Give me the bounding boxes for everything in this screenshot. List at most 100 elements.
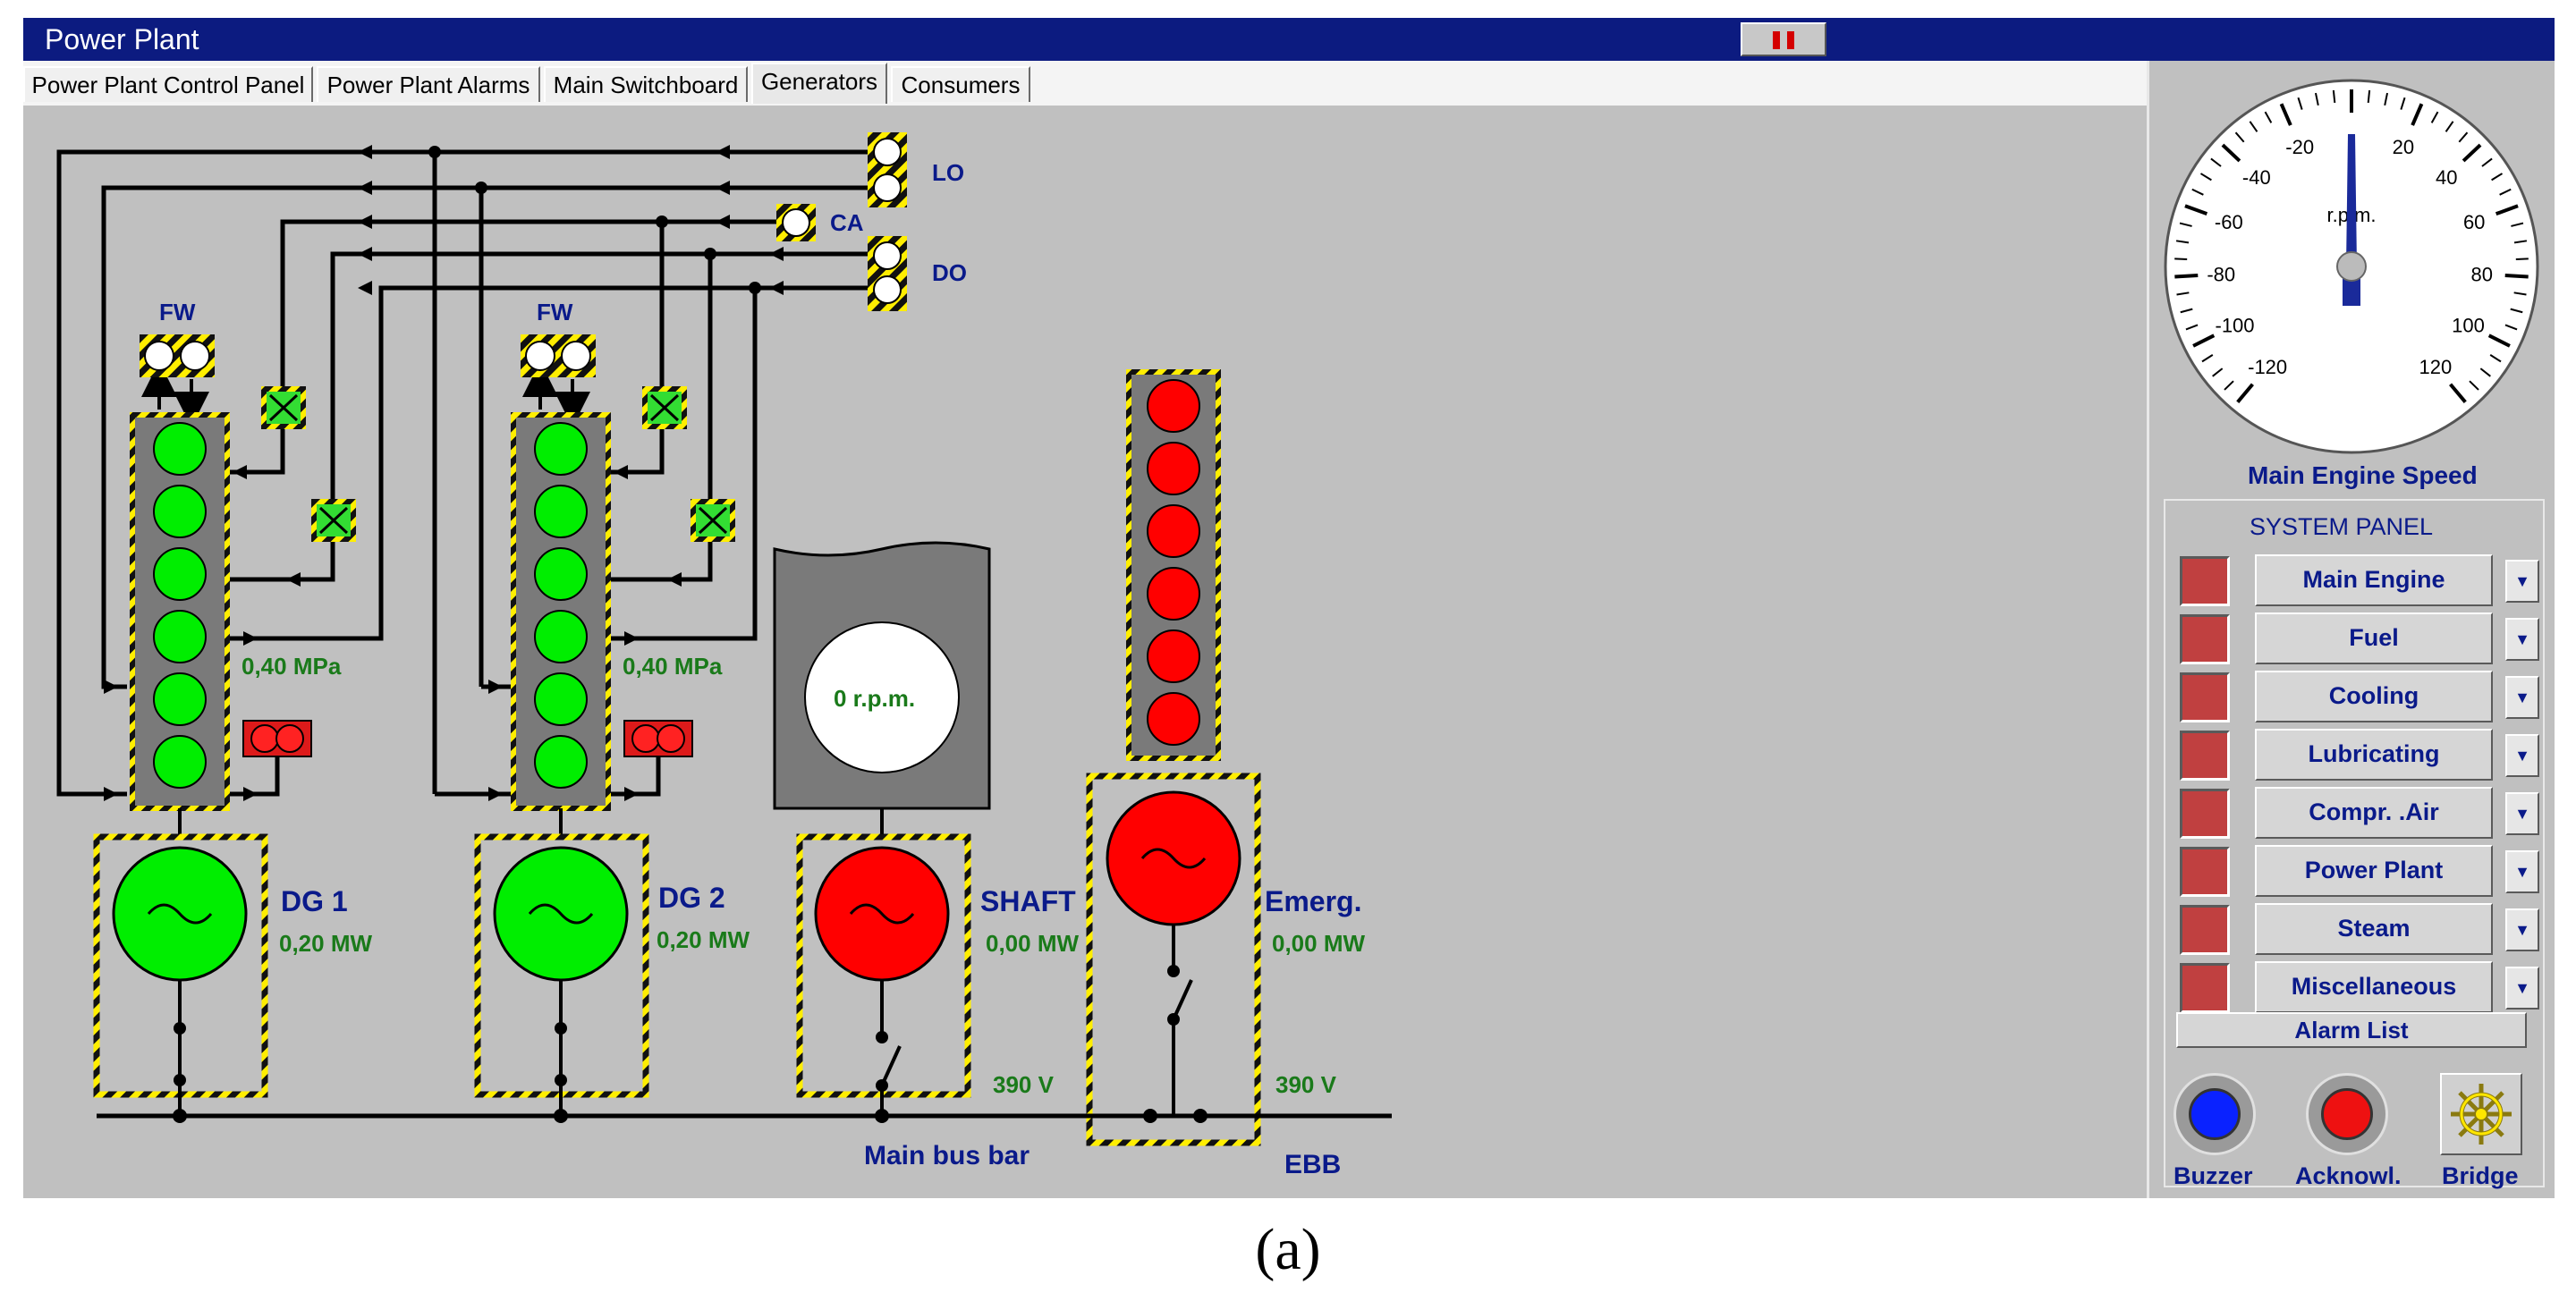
gauge-tick	[2236, 383, 2254, 403]
gauge-tick	[2176, 291, 2190, 296]
gauge-tick-label: -80	[2207, 263, 2235, 285]
buzzer-icon	[2189, 1088, 2241, 1140]
power-plant-dropdown[interactable]: ▼	[2505, 850, 2539, 893]
gauge-tick	[2212, 367, 2224, 377]
gauge-tick	[2515, 258, 2529, 260]
system-panel-title: SYSTEM PANEL	[2250, 513, 2434, 540]
gauge-tick	[2400, 97, 2406, 110]
gauge-tick	[2430, 111, 2439, 123]
power-plant-window: Power Plant Power Plant Control Panel Po…	[23, 18, 2555, 1198]
compr-air-button[interactable]: Compr. .Air	[2255, 787, 2493, 839]
gauge-tick	[2491, 173, 2504, 182]
alarm-list-button[interactable]: Alarm List	[2176, 1012, 2527, 1048]
pipe-junctions	[428, 146, 761, 294]
dg2-pressure: 0,40 MPa	[623, 653, 723, 680]
chevron-down-icon: ▼	[2514, 921, 2530, 939]
dg1-power: 0,20 MW	[279, 930, 373, 957]
dg2-fw-label: FW	[537, 299, 573, 325]
tab-generators[interactable]: Generators	[751, 63, 887, 104]
fuel-status-led	[2180, 614, 2230, 664]
dg1-pressure: 0,40 MPa	[242, 653, 342, 680]
dg2-group	[474, 334, 735, 1123]
gauge-tick	[2445, 121, 2454, 132]
pause-icon	[1773, 31, 1780, 49]
gauge-tick	[2264, 111, 2273, 123]
steam-dropdown[interactable]: ▼	[2505, 908, 2539, 951]
gauge-title: Main Engine Speed	[2248, 461, 2478, 489]
gauge-tick	[2479, 367, 2491, 377]
gauge-tick	[2314, 92, 2319, 106]
gauge-tick	[2279, 103, 2292, 126]
gauge-tick	[2384, 92, 2389, 106]
lubricating-dropdown[interactable]: ▼	[2505, 734, 2539, 777]
main-engine-dropdown[interactable]: ▼	[2505, 560, 2539, 603]
steam-status-led	[2180, 905, 2230, 955]
figure-caption: (a)	[1255, 1217, 1321, 1282]
miscellaneous-button[interactable]: Miscellaneous	[2255, 961, 2493, 1013]
gauge-tick	[2210, 157, 2222, 167]
tab-power-plant-alarms[interactable]: Power Plant Alarms	[317, 66, 540, 102]
power-plant-status-led	[2180, 847, 2230, 897]
acknowledge-button[interactable]	[2306, 1073, 2388, 1155]
do-indicator	[868, 236, 907, 311]
buzzer-button[interactable]	[2174, 1073, 2256, 1155]
shaft-power: 0,00 MW	[986, 930, 1080, 957]
tab-consumers[interactable]: Consumers	[891, 66, 1030, 102]
gauge-tick-label: -120	[2248, 356, 2287, 378]
fuel-dropdown[interactable]: ▼	[2505, 618, 2539, 661]
gauge-tick-label: 20	[2393, 136, 2414, 158]
acknowledge-label: Acknowl.	[2295, 1162, 2402, 1189]
gauge-tick	[2504, 324, 2518, 331]
chevron-down-icon: ▼	[2514, 979, 2530, 997]
shaft-name: SHAFT	[980, 885, 1076, 917]
cooling-dropdown[interactable]: ▼	[2505, 676, 2539, 719]
bridge-button[interactable]	[2440, 1073, 2522, 1155]
tab-main-switchboard[interactable]: Main Switchboard	[544, 66, 748, 102]
gauge-tick	[2185, 324, 2199, 331]
emerg-power: 0,00 MW	[1272, 930, 1366, 957]
emerg-voltage: 390 V	[1275, 1071, 1336, 1098]
gauge-tick	[2221, 143, 2241, 163]
gauge-tick	[2180, 308, 2193, 314]
window-title: Power Plant	[45, 23, 199, 55]
gauge-tick-label: 80	[2471, 263, 2493, 285]
dg1-name: DG 1	[281, 885, 348, 917]
gauge-tick	[2469, 380, 2479, 391]
ca-indicator	[776, 204, 816, 241]
fuel-button[interactable]: Fuel	[2255, 612, 2493, 664]
emerg-name: Emerg.	[1265, 885, 1362, 917]
emergency-group	[1086, 369, 1261, 1146]
ca-label: CA	[830, 209, 864, 236]
shaft-group	[773, 541, 991, 1123]
chevron-down-icon: ▼	[2514, 572, 2530, 590]
gauge-tick-label: -60	[2215, 211, 2243, 233]
title-bar: Power Plant	[23, 18, 2555, 61]
gauge-tick	[2513, 291, 2527, 296]
gauge-tick	[2513, 240, 2528, 244]
tab-power-plant-control-panel[interactable]: Power Plant Control Panel	[23, 66, 313, 102]
dg1-fw-label: FW	[159, 299, 196, 325]
compr-air-dropdown[interactable]: ▼	[2505, 792, 2539, 835]
miscellaneous-status-led	[2180, 963, 2230, 1013]
cooling-button[interactable]: Cooling	[2255, 671, 2493, 722]
lubricating-button[interactable]: Lubricating	[2255, 729, 2493, 781]
gauge-tick	[2201, 354, 2214, 363]
system-panel: SYSTEM PANEL Main Engine ▼ Fuel ▼ Coolin…	[2164, 499, 2545, 1187]
buzzer-label: Buzzer	[2174, 1162, 2253, 1189]
dg1-group	[93, 334, 356, 1123]
miscellaneous-dropdown[interactable]: ▼	[2505, 967, 2539, 1010]
gauge-tick	[2199, 173, 2212, 182]
gauge-hub	[2336, 251, 2367, 282]
main-engine-button[interactable]: Main Engine	[2255, 554, 2493, 606]
ship-wheel-icon	[2451, 1084, 2512, 1145]
gauge-tick	[2458, 131, 2469, 143]
lo-label: LO	[932, 159, 965, 186]
gauge-tick-label: -20	[2285, 136, 2314, 158]
ebb-label: EBB	[1284, 1150, 1342, 1179]
pause-button[interactable]	[1741, 22, 1826, 56]
tab-strip: Power Plant Control Panel Power Plant Al…	[23, 61, 2147, 106]
gauge-tick-label: 120	[2419, 356, 2452, 378]
gauge-tick	[2495, 204, 2519, 216]
power-plant-button[interactable]: Power Plant	[2255, 845, 2493, 897]
steam-button[interactable]: Steam	[2255, 903, 2493, 955]
